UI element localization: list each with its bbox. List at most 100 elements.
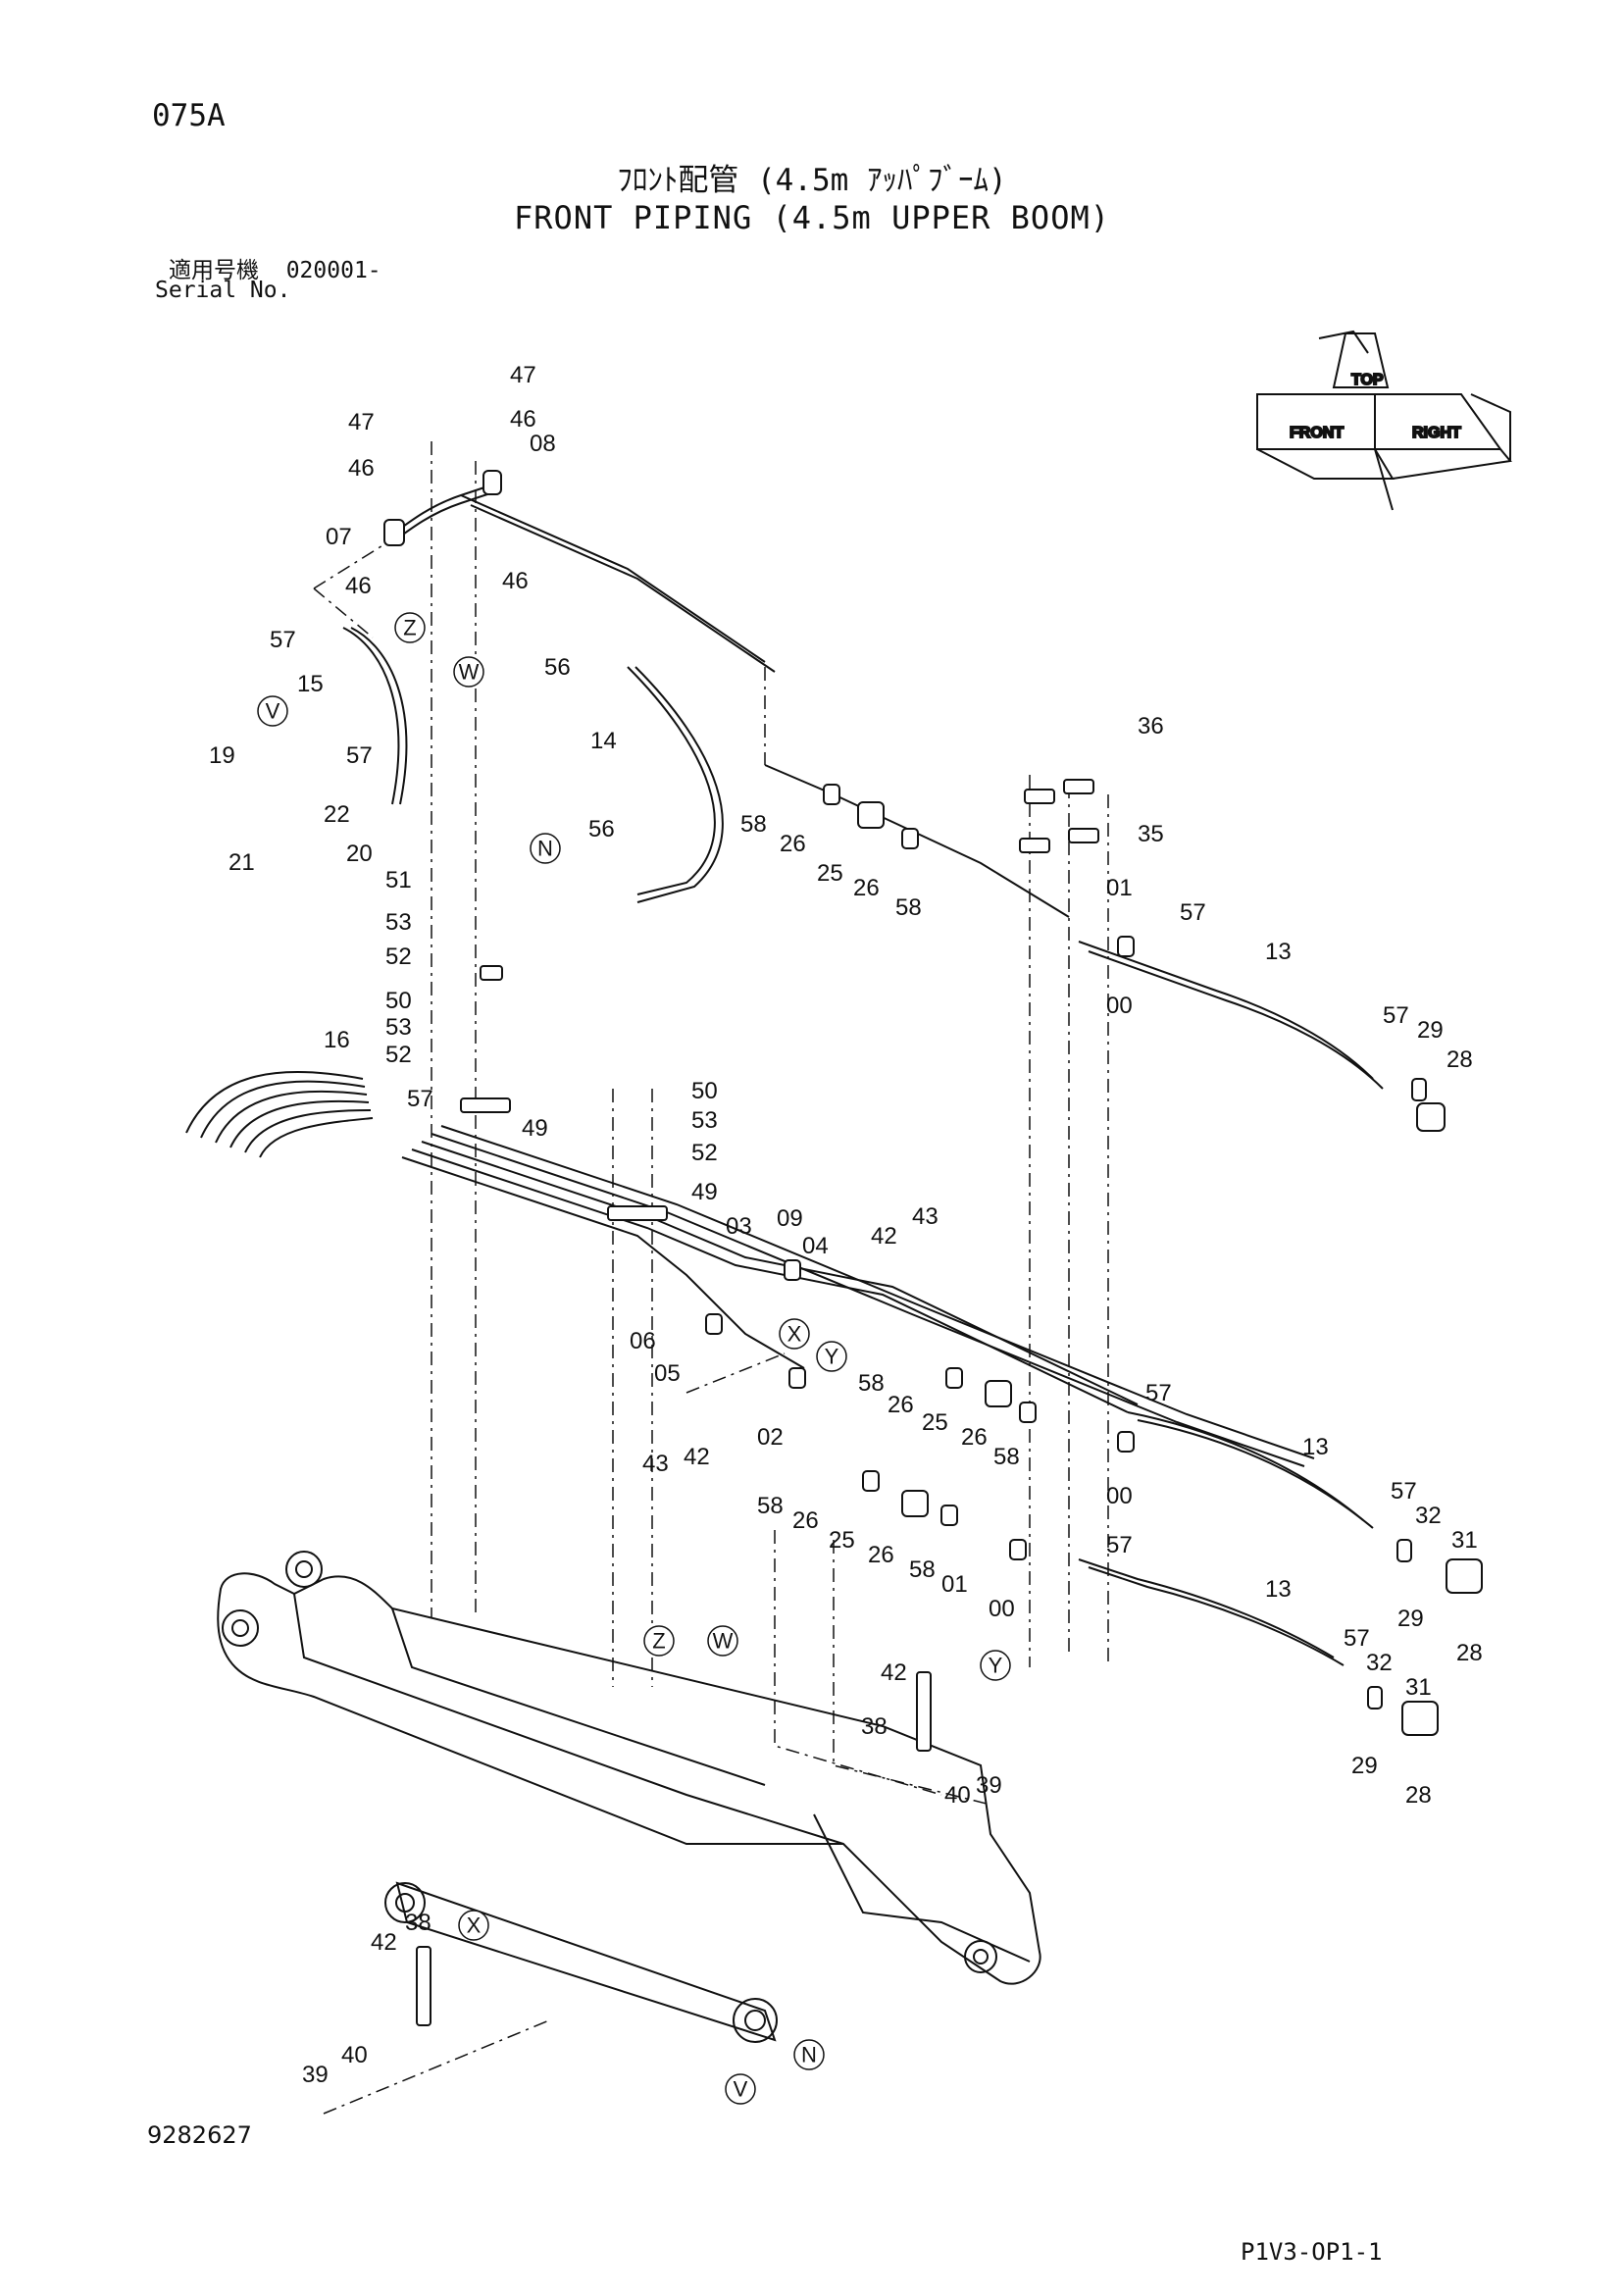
part-label: 46	[502, 568, 529, 594]
part-label: 13	[1302, 1434, 1329, 1460]
orientation-top-label: TOP	[1351, 372, 1384, 388]
part-label: 03	[726, 1213, 752, 1240]
part-label: 31	[1451, 1527, 1478, 1554]
part-label: 13	[1265, 939, 1292, 965]
part-label: 40	[341, 2042, 368, 2068]
part-label: 58	[858, 1370, 885, 1397]
part-label: 52	[691, 1140, 718, 1166]
serial-label: Serial No.	[155, 278, 291, 303]
part-label: 00	[1106, 1483, 1133, 1509]
callout-marker: Y	[989, 1654, 1003, 1678]
part-label: 57	[1344, 1625, 1370, 1652]
part-label: 57	[1180, 899, 1206, 926]
part-label-layer: 47 46 47 46 08 07 46 46 57 15 56 14 19 5…	[209, 362, 1483, 2088]
part-label: 25	[922, 1409, 948, 1436]
part-label: 08	[530, 431, 556, 457]
page-code: 075A	[152, 98, 226, 133]
part-label: 07	[326, 524, 352, 550]
orientation-front-label: FRONT	[1290, 425, 1344, 441]
part-label: 57	[346, 742, 373, 769]
part-label: 28	[1405, 1782, 1432, 1809]
part-label: 49	[691, 1179, 718, 1205]
part-label: 58	[909, 1556, 936, 1583]
part-label: 47	[348, 409, 375, 435]
part-label: 19	[209, 742, 235, 769]
part-label: 28	[1456, 1640, 1483, 1666]
part-label: 26	[792, 1507, 819, 1534]
part-label: 21	[228, 849, 255, 876]
part-label: 57	[1383, 1002, 1409, 1029]
part-label: 56	[588, 816, 615, 842]
boom-outline	[217, 1551, 1041, 2043]
part-label: 57	[407, 1086, 433, 1112]
drawing-number: 9282627	[147, 2121, 252, 2149]
part-label: 26	[853, 875, 880, 901]
callout-marker: W	[713, 1629, 734, 1654]
part-label: 50	[691, 1078, 718, 1104]
part-label: 38	[405, 1910, 431, 1936]
part-label: 51	[385, 867, 412, 893]
callout-marker: W	[459, 660, 480, 685]
part-label: 35	[1138, 821, 1164, 847]
part-label: 29	[1417, 1017, 1444, 1044]
serial-value: 020001-	[285, 258, 381, 283]
callout-marker: V	[266, 699, 280, 724]
part-label: 39	[976, 1772, 1002, 1799]
callout-layer: Z W V N X Y Z W Y X N V	[257, 612, 1011, 2105]
part-label: 32	[1366, 1650, 1393, 1676]
part-label: 42	[881, 1659, 907, 1686]
part-label: 57	[1106, 1532, 1133, 1558]
part-label: 46	[510, 406, 536, 433]
part-label: 53	[691, 1107, 718, 1134]
callout-marker: N	[801, 2043, 817, 2067]
leader-lines	[313, 441, 1109, 2115]
part-label: 49	[522, 1115, 548, 1142]
part-label: 57	[1145, 1380, 1172, 1406]
part-label: 26	[888, 1392, 914, 1418]
part-label: 31	[1405, 1674, 1432, 1701]
part-label: 28	[1446, 1046, 1473, 1073]
part-label: 04	[802, 1233, 829, 1259]
part-label: 09	[777, 1205, 803, 1232]
part-label: 53	[385, 909, 412, 936]
part-label: 58	[993, 1444, 1020, 1470]
part-label: 00	[1106, 993, 1133, 1019]
part-label: 39	[302, 2062, 329, 2088]
callout-marker: V	[734, 2077, 748, 2102]
callout-marker: Z	[403, 616, 416, 640]
part-label: 13	[1265, 1576, 1292, 1603]
part-label: 42	[684, 1444, 710, 1470]
part-label: 42	[371, 1929, 397, 1956]
part-label: 20	[346, 841, 373, 867]
part-label: 56	[544, 654, 571, 681]
part-label: 52	[385, 1042, 412, 1068]
orientation-icon: FRONT RIGHT TOP	[1256, 330, 1512, 511]
part-label: 43	[912, 1203, 939, 1230]
part-label: 38	[861, 1713, 888, 1740]
callout-marker: X	[467, 1913, 482, 1938]
part-label: 57	[1391, 1478, 1417, 1505]
part-label: 26	[780, 831, 806, 857]
part-label: 26	[961, 1424, 988, 1451]
callout-marker: N	[537, 837, 553, 861]
part-label: 01	[941, 1571, 968, 1598]
part-label: 05	[654, 1360, 681, 1387]
sheet-code: P1V3-OP1-1	[1241, 2238, 1383, 2266]
part-label: 22	[324, 801, 350, 828]
part-label: 06	[630, 1328, 656, 1354]
serial-row-japanese: 適用号機 020001-	[169, 251, 381, 284]
part-label: 01	[1106, 875, 1133, 901]
part-label: 16	[324, 1027, 350, 1053]
part-label: 00	[989, 1596, 1015, 1622]
part-label: 43	[642, 1451, 669, 1477]
page-title-japanese: ﾌﾛﾝﾄ配管 (4.5m ｱｯﾊﾟﾌﾞｰﾑ)	[617, 163, 1007, 198]
part-label: 47	[510, 362, 536, 388]
part-label: 32	[1415, 1503, 1442, 1529]
fittings	[383, 470, 1483, 2026]
callout-marker: Y	[825, 1345, 839, 1369]
part-label: 02	[757, 1424, 784, 1451]
part-label: 26	[868, 1542, 894, 1568]
part-label: 15	[297, 671, 324, 697]
part-label: 25	[829, 1527, 855, 1554]
